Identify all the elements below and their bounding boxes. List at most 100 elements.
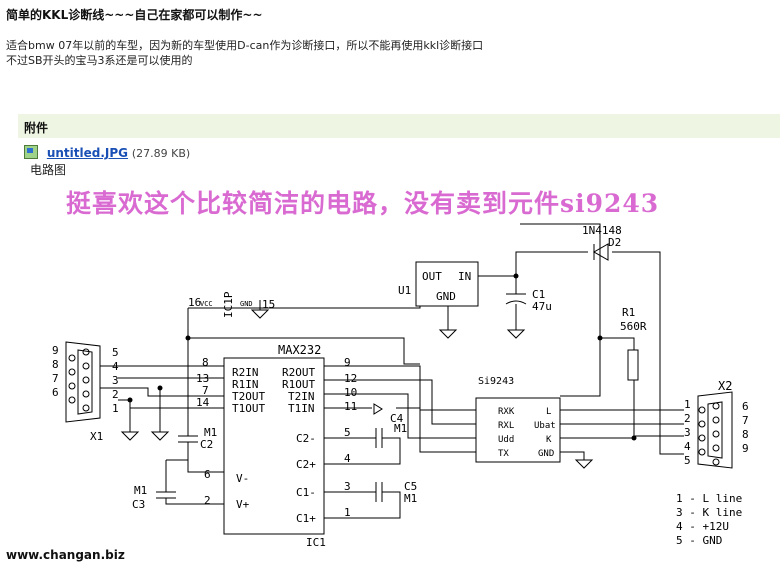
ic1-right-pin-4: T1IN <box>288 402 315 415</box>
post-line-2: 不过SB开头的宝马3系还是可以使用的 <box>6 54 193 67</box>
connector-pins <box>68 348 720 466</box>
x1-left-num-1: 9 <box>52 344 59 357</box>
gnd-pin-label: 15 <box>262 298 275 311</box>
x1-right-num-5: 1 <box>112 402 119 415</box>
x2-right-num-1: 6 <box>742 400 749 413</box>
ic1-v-pin-2: V+ <box>236 498 250 511</box>
ic1-right-pin-2: R1OUT <box>282 378 315 391</box>
si9243-name: Si9243 <box>478 376 514 387</box>
ground-symbols <box>120 300 594 469</box>
ic1-ref: IC1 <box>306 536 326 549</box>
ic1-cap-num-2: 4 <box>344 452 351 465</box>
u1-out-label: OUT <box>422 270 442 283</box>
junction-dots <box>127 273 637 441</box>
c5-value: M1 <box>404 492 417 505</box>
ic1-v-pin-1: V- <box>236 472 249 485</box>
ic1-right-pin-3: T2IN <box>288 390 315 403</box>
attachment-caption: 电路图 <box>30 163 67 177</box>
x2-left-num-1: 1 <box>684 398 691 411</box>
attachment-file-size: (27.89 KB) <box>131 147 191 160</box>
x2-left-num-5: 5 <box>684 454 691 467</box>
ic1-right-num-1: 9 <box>344 356 351 369</box>
attachment-file-row: untitled.JPG (27.89 KB) <box>24 145 190 160</box>
ic1-right-num-3: 10 <box>344 386 357 399</box>
c4-value: M1 <box>394 422 407 435</box>
vcc-pin-label: 16 <box>188 296 201 309</box>
legend-line-2: 3 - K line <box>676 506 742 519</box>
x2-left-num-2: 2 <box>684 412 691 425</box>
watermark-text: www.changan.biz <box>6 548 125 562</box>
x2-right-num-2: 7 <box>742 414 749 427</box>
attachment-file-link[interactable]: untitled.JPG <box>46 146 129 160</box>
ic1-v-num-2: 2 <box>204 494 211 507</box>
d2-ref: D2 <box>608 236 621 249</box>
max232-name: MAX232 <box>278 343 321 357</box>
u1-gnd-label: GND <box>436 290 456 303</box>
x2-right-num-3: 8 <box>742 428 749 441</box>
ic1-left-pin-3: T2OUT <box>232 390 265 403</box>
r1-body <box>627 349 639 381</box>
ic1-cap-pin-4: C1+ <box>296 512 316 525</box>
r1-value: 560R <box>620 320 647 333</box>
x1-right-num-1: 5 <box>112 346 119 359</box>
ic1-right-num-4: 11 <box>344 400 357 413</box>
gnd-small-label: GND <box>240 300 253 308</box>
si-left-pin-4: TX <box>498 449 509 459</box>
x2-right-num-4: 9 <box>742 442 749 455</box>
ic1-left-num-1: 8 <box>202 356 209 369</box>
ic1-cap-pin-2: C2+ <box>296 458 316 471</box>
r1-ref: R1 <box>622 306 635 319</box>
c5-ref: C5 <box>404 480 417 493</box>
overlay-comment-text: 挺喜欢这个比较简洁的电路，没有卖到元件si9243 <box>66 189 660 218</box>
c3-ref: C3 <box>132 498 145 511</box>
c4-ref: C4 <box>390 412 404 425</box>
si-right-pin-3: K <box>546 435 552 445</box>
post-description: 适合bmw 07年以前的车型，因为新的车型使用D-can作为诊断接口，所以不能再… <box>6 38 483 68</box>
ic1-left-num-4: 14 <box>196 396 210 409</box>
x1-right-num-2: 4 <box>112 360 119 373</box>
x1-right-num-4: 2 <box>112 388 119 401</box>
ic1-cap-num-1: 5 <box>344 426 351 439</box>
ic1-v-num-1: 6 <box>204 468 211 481</box>
ic1-cap-pin-3: C1- <box>296 486 316 499</box>
c3-value: M1 <box>134 484 147 497</box>
u1-in-label: IN <box>458 270 471 283</box>
si-right-pin-2: Ubat <box>534 421 556 431</box>
si-right-pin-1: L <box>546 407 551 417</box>
c2-value: M1 <box>204 426 217 439</box>
ic1p-label: IC1P <box>222 291 235 318</box>
legend-line-4: 5 - GND <box>676 534 722 547</box>
si9243-body <box>475 397 561 463</box>
c1-name: C1 <box>532 288 545 301</box>
x1-left-num-4: 6 <box>52 386 59 399</box>
post-title: 简单的KKL诊断线~~~自己在家都可以制作~~ <box>6 8 263 22</box>
x2-connector-shell <box>697 391 733 469</box>
ic1-left-num-2: 13 <box>196 372 209 385</box>
ic1-right-pin-1: R2OUT <box>282 366 315 379</box>
ic1-cap-num-3: 3 <box>344 480 351 493</box>
max232-body <box>223 357 325 535</box>
c2-ref: C2 <box>200 438 213 451</box>
ic1-cap-num-4: 1 <box>344 506 351 519</box>
si-left-pin-1: RXK <box>498 407 515 417</box>
ic1-cap-pin-1: C2- <box>296 432 316 445</box>
x1-ref: X1 <box>90 430 103 443</box>
ic1-right-num-2: 12 <box>344 372 357 385</box>
x1-left-num-2: 8 <box>52 358 59 371</box>
x2-left-num-4: 4 <box>684 440 691 453</box>
ic1-left-pin-2: R1IN <box>232 378 259 391</box>
attachment-header: 附件 <box>18 114 780 138</box>
d2-diode <box>592 243 609 261</box>
d2-part: 1N4148 <box>582 224 622 237</box>
attachment-header-label: 附件 <box>24 121 49 135</box>
attachment-box <box>18 114 780 569</box>
si-left-pin-3: Udd <box>498 435 514 445</box>
ic1-left-pin-4: T1OUT <box>232 402 265 415</box>
x1-right-num-3: 3 <box>112 374 119 387</box>
x1-connector-shell <box>65 341 101 423</box>
ic1-left-pin-1: R2IN <box>232 366 259 379</box>
u1-ref: U1 <box>398 284 411 297</box>
c1-value: 47u <box>532 300 552 313</box>
ic1-left-num-3: 7 <box>202 384 209 397</box>
